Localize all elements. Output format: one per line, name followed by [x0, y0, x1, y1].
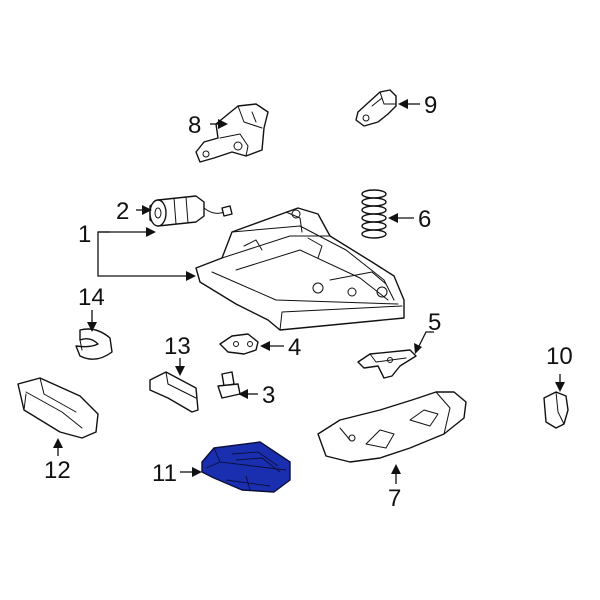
callout-2: 2: [116, 198, 129, 225]
part-12-side-trim[interactable]: [17, 377, 99, 439]
callout-10: 10: [546, 343, 573, 370]
part-2-motor[interactable]: [149, 195, 233, 227]
part-1-seat-frame[interactable]: [195, 207, 405, 331]
leader-lines: [53, 99, 565, 484]
callout-11: 11: [152, 460, 177, 487]
callout-5: 5: [428, 309, 441, 336]
callout-12: 12: [44, 457, 71, 484]
part-13-rail-cover[interactable]: [149, 371, 199, 413]
part-9-hinge[interactable]: [355, 89, 397, 127]
part-3-bolt[interactable]: [217, 371, 241, 399]
callout-3: 3: [262, 382, 275, 409]
callout-4: 4: [288, 334, 301, 361]
part-4-small-bracket[interactable]: [219, 333, 259, 355]
callout-14: 14: [78, 284, 105, 311]
callout-8: 8: [188, 112, 201, 139]
callout-7: 7: [388, 485, 401, 512]
callout-labels: 1 2 3 4 5 6 7 8 9 10 11 12 13 14: [44, 92, 573, 512]
part-6-spring[interactable]: [361, 189, 387, 239]
callout-9: 9: [424, 92, 437, 119]
callout-13: 13: [164, 333, 191, 360]
part-11-control-module[interactable]: [201, 441, 291, 493]
part-14-clip[interactable]: [75, 328, 113, 360]
part-5-bracket[interactable]: [357, 349, 417, 379]
callout-6: 6: [418, 206, 431, 233]
part-7-shield[interactable]: [317, 391, 467, 463]
part-8-bracket[interactable]: [195, 103, 269, 163]
part-10-cap[interactable]: [543, 391, 569, 429]
callout-1: 1: [78, 221, 91, 248]
